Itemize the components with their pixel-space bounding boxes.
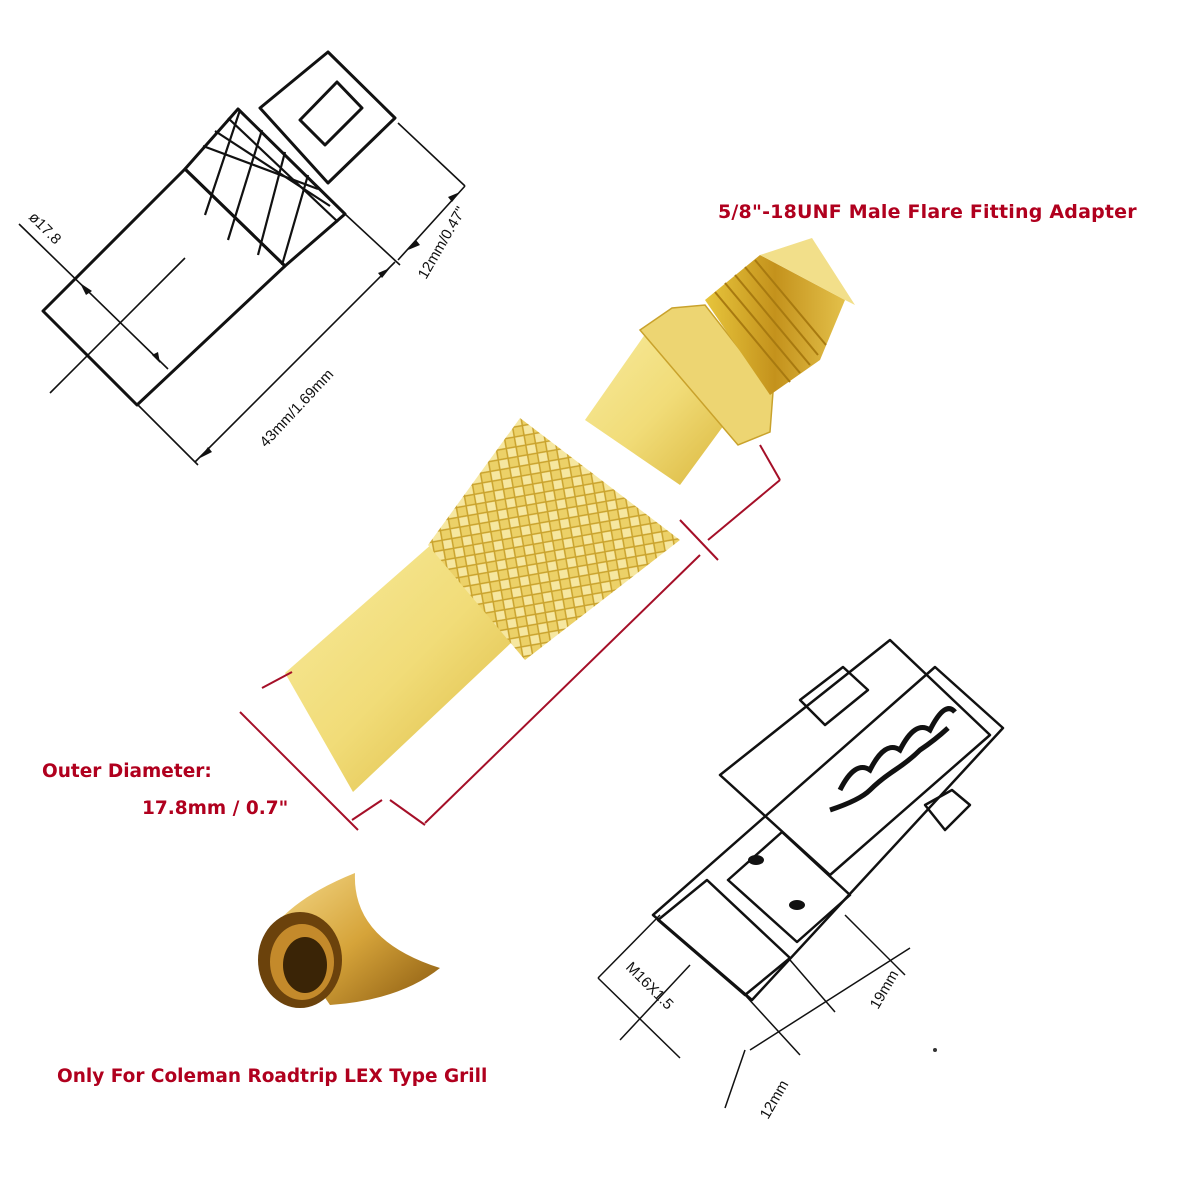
outer-diameter-label: Outer Diameter: [42,761,212,782]
product-title-label: 5/8"-18UNF Male Flare Fitting Adapter [718,201,1137,223]
outer-diameter-value: 17.8mm / 0.7" [142,798,289,819]
lower-cylinder [285,543,530,792]
thread-label: M16X1.5 [622,959,676,1013]
dim-19-label: 19mm [867,967,903,1012]
threaded-flare [705,255,845,395]
knurled-sleeve [428,418,680,660]
dim-12-label: 12mm [757,1077,793,1122]
compatibility-label: Only For Coleman Roadtrip LEX Type Grill [57,1066,488,1087]
